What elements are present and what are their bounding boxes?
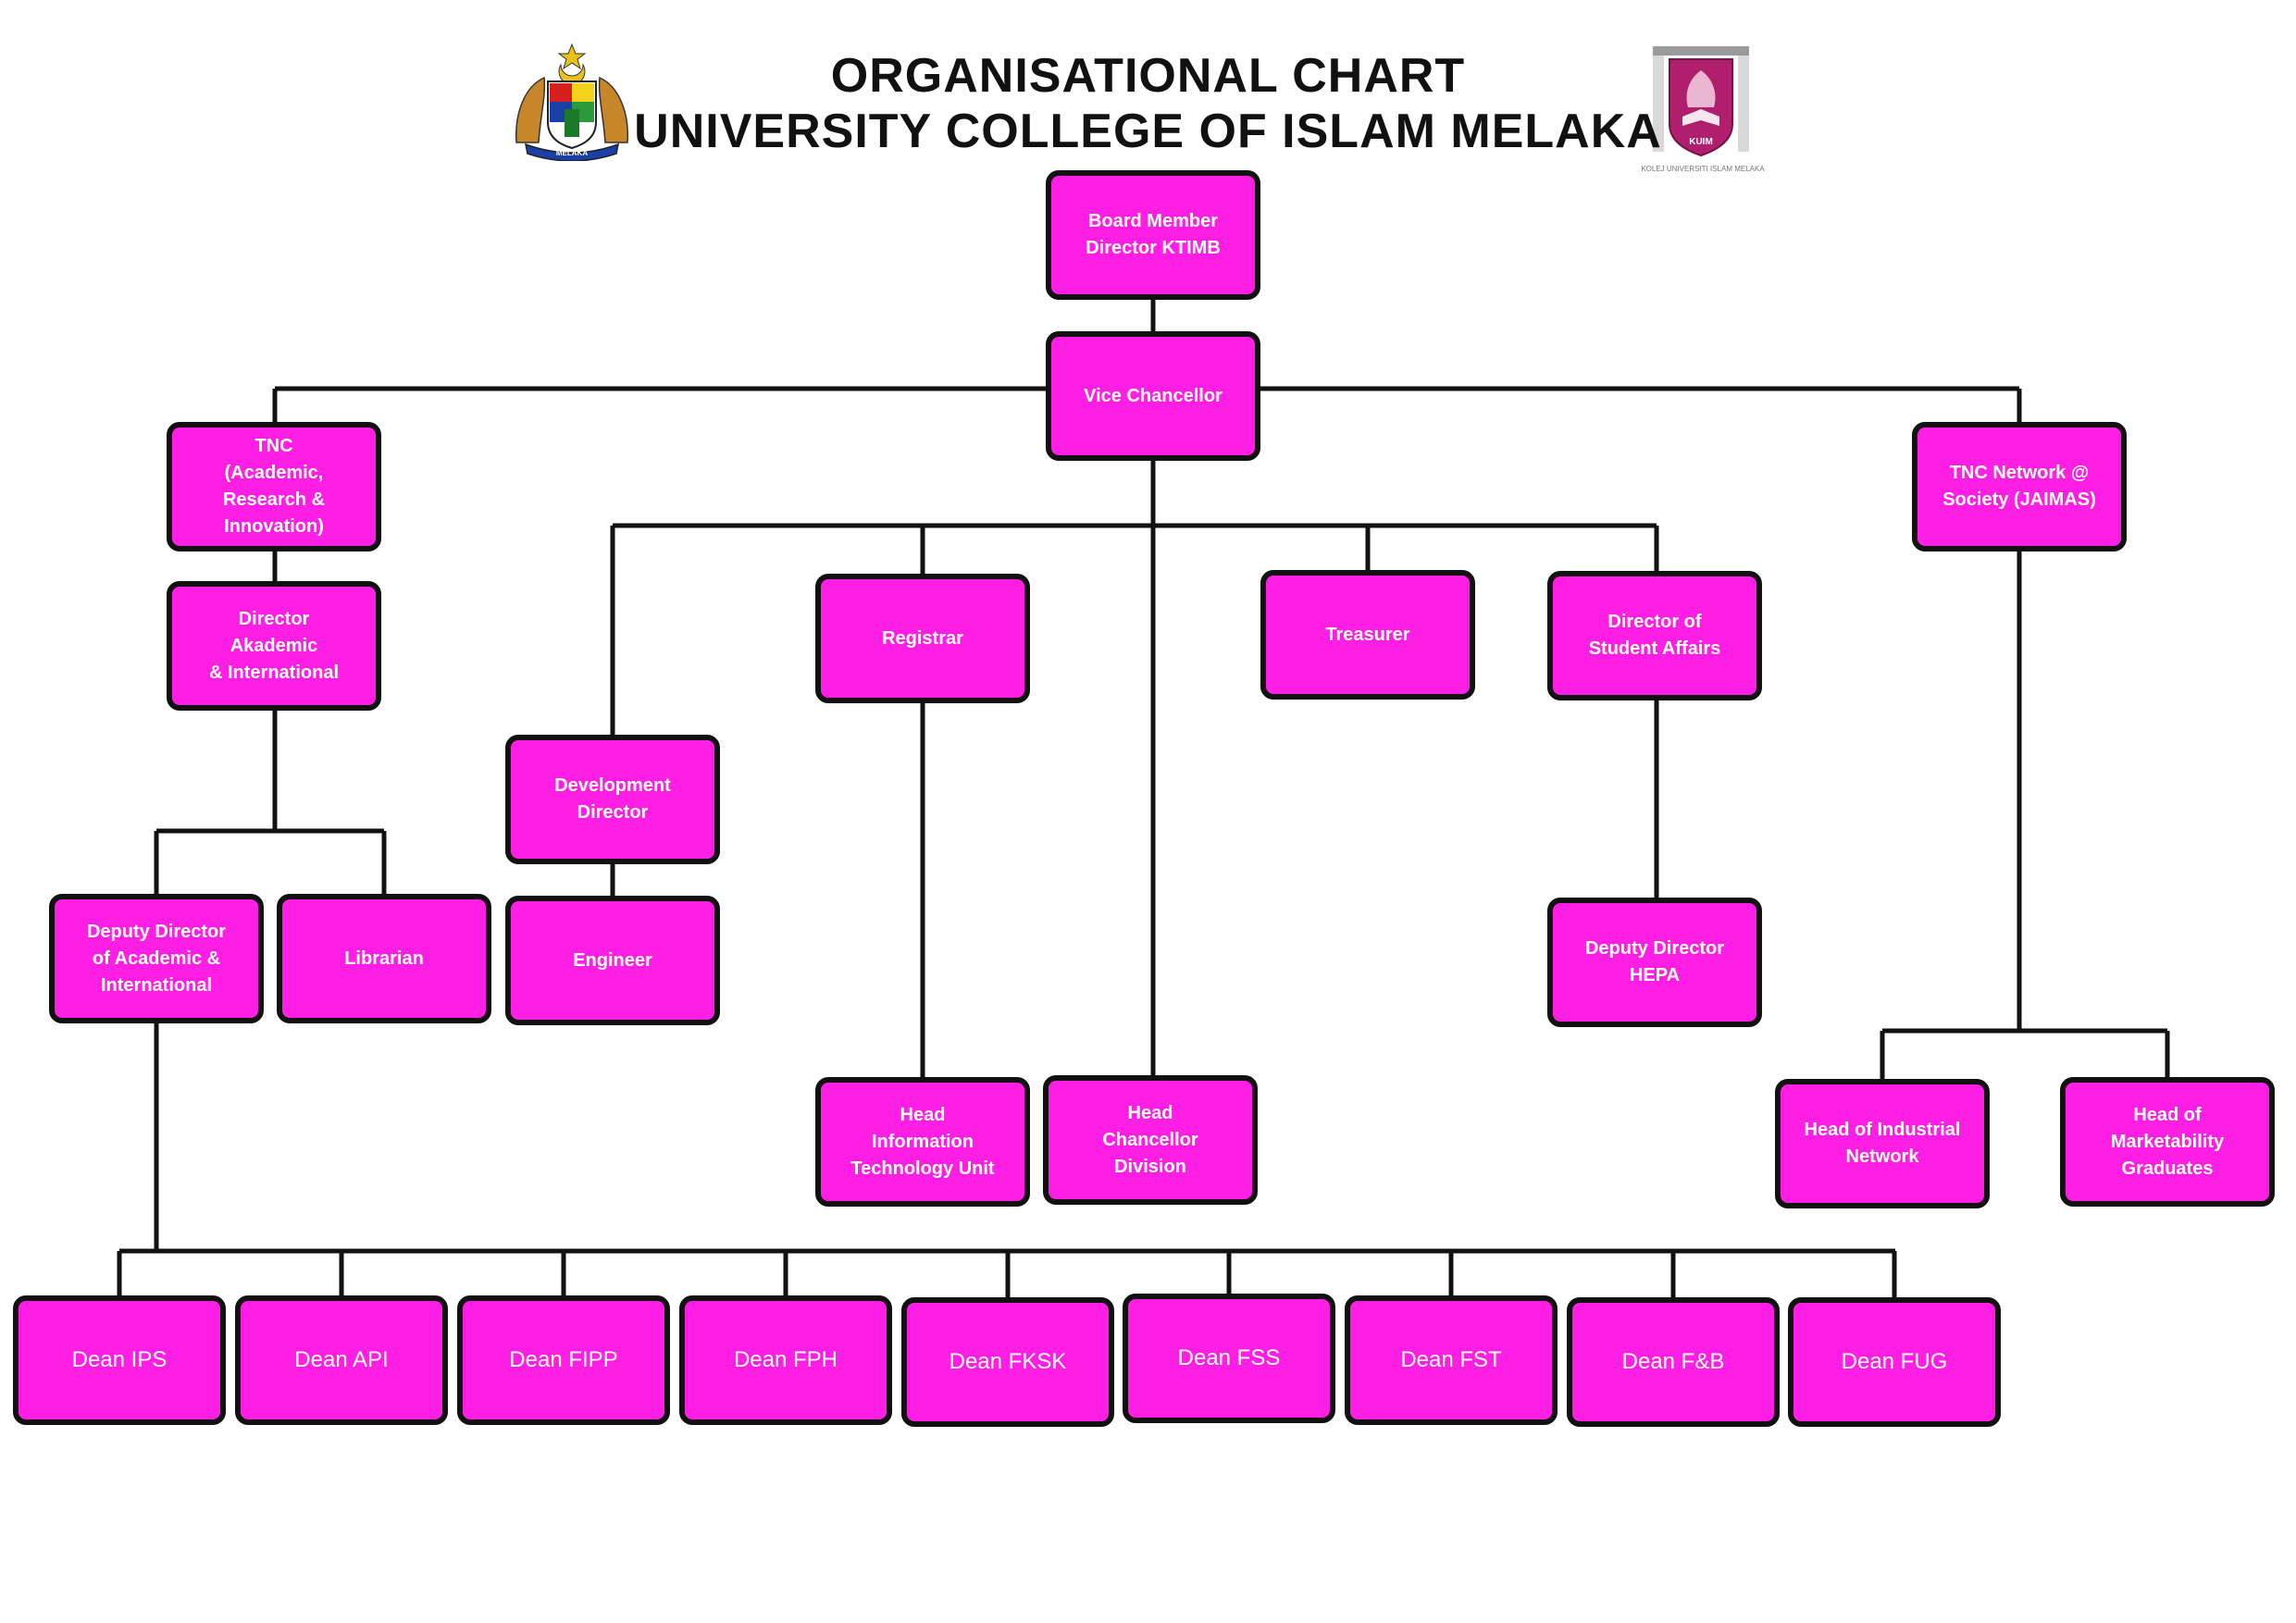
node-dir-akademik: Director Akademic & International	[167, 581, 381, 711]
node-deputy-hepa: Deputy Director HEPA	[1547, 898, 1762, 1027]
node-deputy-acad: Deputy Director of Academic & Internatio…	[49, 894, 264, 1023]
node-tnc-acad: TNC (Academic, Research & Innovation)	[167, 422, 381, 551]
node-dean-fst: Dean FST	[1345, 1295, 1558, 1425]
node-head-it: Head Information Technology Unit	[815, 1077, 1030, 1207]
chart-title: ORGANISATIONAL CHART	[830, 49, 1466, 103]
node-dev-director: Development Director	[505, 735, 720, 864]
node-tnc-network: TNC Network @ Society (JAIMAS)	[1912, 422, 2127, 551]
node-registrar: Registrar	[815, 574, 1030, 703]
node-treasurer: Treasurer	[1260, 570, 1475, 700]
melaka-crest-logo: MELAKA	[515, 43, 628, 161]
node-board: Board Member Director KTIMB	[1046, 170, 1260, 300]
node-dean-fss: Dean FSS	[1123, 1294, 1335, 1423]
node-dean-fipp: Dean FIPP	[457, 1295, 670, 1425]
chart-subtitle: UNIVERSITY COLLEGE OF ISLAM MELAKA	[634, 105, 1662, 158]
node-dean-api: Dean API	[235, 1295, 448, 1425]
melaka-crest-text: MELAKA	[556, 149, 588, 157]
node-dean-ips: Dean IPS	[13, 1295, 226, 1425]
node-head-chancellor: Head Chancellor Division	[1043, 1075, 1258, 1205]
node-head-market: Head of Marketability Graduates	[2060, 1077, 2275, 1207]
node-vc: Vice Chancellor	[1046, 331, 1260, 461]
kuim-crest-logo: KUIM	[1653, 46, 1749, 157]
kuim-crest-ring-text: KOLEJ UNIVERSITI ISLAM MELAKA	[1641, 165, 1765, 173]
node-dir-student: Director of Student Affairs	[1547, 571, 1762, 700]
node-dean-fksk: Dean FKSK	[901, 1297, 1114, 1427]
node-head-industrial: Head of Industrial Network	[1775, 1079, 1990, 1208]
node-dean-fph: Dean FPH	[679, 1295, 892, 1425]
node-librarian: Librarian	[277, 894, 491, 1023]
node-dean-fug: Dean FUG	[1788, 1297, 2001, 1427]
node-engineer: Engineer	[505, 896, 720, 1025]
node-dean-fb: Dean F&B	[1567, 1297, 1780, 1427]
kuim-crest-abbr: KUIM	[1689, 137, 1713, 147]
